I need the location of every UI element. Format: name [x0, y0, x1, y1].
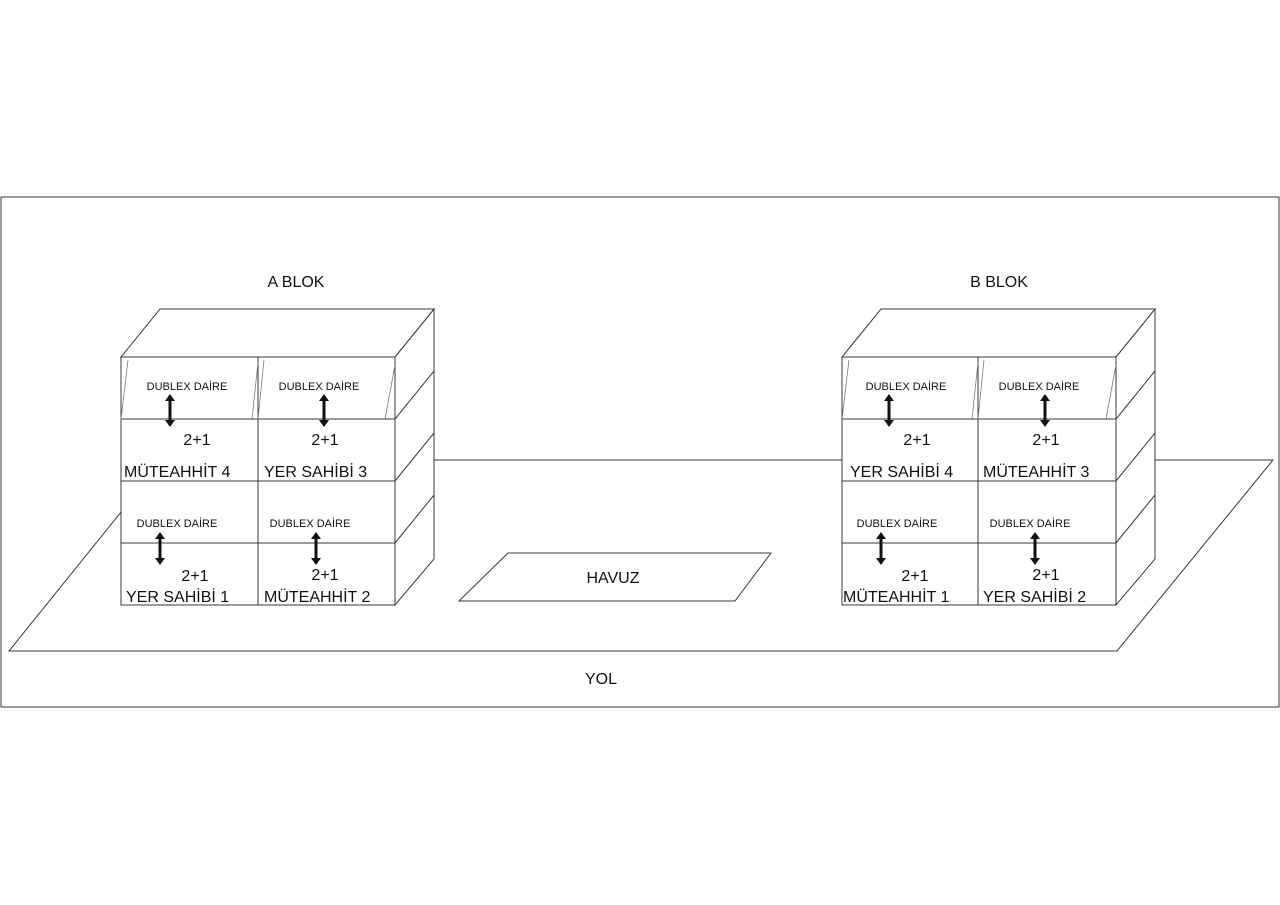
b-top-left-type: 2+1 [903, 432, 930, 449]
road-label: YOL [585, 671, 617, 688]
block-b: B BLOK DUBLEX DAİRE 2+1 YER SAHİBİ 4 DUB… [840, 274, 1157, 607]
b-bottom-right-owner: YER SAHİBİ 2 [983, 587, 1086, 606]
b-bottom-right-type: 2+1 [1032, 567, 1059, 584]
block-a-roof [119, 308, 436, 358]
a-bottom-left-stair-arrow-icon [155, 532, 165, 565]
b-top-right-stair-arrow-icon [1040, 394, 1050, 427]
a-bottom-right-type: 2+1 [311, 567, 338, 584]
b-top-left-duplex: DUBLEX DAİRE [866, 380, 947, 393]
pool-label: HAVUZ [586, 570, 639, 587]
block-a: A BLOK DUBLEX DAİRE 2+1 MÜTEAHHİT 4 DU [119, 274, 436, 607]
a-bottom-left-type: 2+1 [181, 568, 208, 585]
b-top-right-owner: MÜTEAHHİT 3 [983, 462, 1089, 481]
b-top-left-owner: YER SAHİBİ 4 [850, 462, 953, 481]
b-bottom-left-owner: MÜTEAHHİT 1 [843, 587, 949, 606]
b-bottom-right-duplex: DUBLEX DAİRE [990, 517, 1071, 530]
a-bottom-right-duplex: DUBLEX DAİRE [270, 517, 351, 530]
b-bottom-left-duplex: DUBLEX DAİRE [857, 517, 938, 530]
b-top-left-stair-arrow-icon [884, 394, 894, 427]
a-top-left-type: 2+1 [183, 432, 210, 449]
frame-border [0, 196, 1280, 708]
a-top-left-stair-arrow-icon [165, 394, 175, 427]
b-bottom-right-stair-arrow-icon [1030, 532, 1040, 565]
a-bottom-right-owner: MÜTEAHHİT 2 [264, 587, 370, 606]
a-top-right-type: 2+1 [311, 432, 338, 449]
a-bottom-right-stair-arrow-icon [311, 532, 321, 565]
b-bottom-left-stair-arrow-icon [876, 532, 886, 565]
a-top-right-duplex: DUBLEX DAİRE [279, 380, 360, 393]
a-top-left-owner: MÜTEAHHİT 4 [124, 462, 230, 481]
a-top-left-duplex: DUBLEX DAİRE [147, 380, 228, 393]
a-top-right-owner: YER SAHİBİ 3 [264, 462, 367, 481]
b-top-right-type: 2+1 [1032, 432, 1059, 449]
pool [457, 552, 772, 602]
a-bottom-left-owner: YER SAHİBİ 1 [126, 587, 229, 606]
block-a-title: A BLOK [268, 274, 325, 291]
a-bottom-left-duplex: DUBLEX DAİRE [137, 517, 218, 530]
b-top-right-duplex: DUBLEX DAİRE [999, 380, 1080, 393]
b-bottom-left-type: 2+1 [901, 568, 928, 585]
block-b-roof [840, 308, 1157, 358]
block-b-title: B BLOK [970, 274, 1028, 291]
a-top-right-stair-arrow-icon [319, 394, 329, 427]
